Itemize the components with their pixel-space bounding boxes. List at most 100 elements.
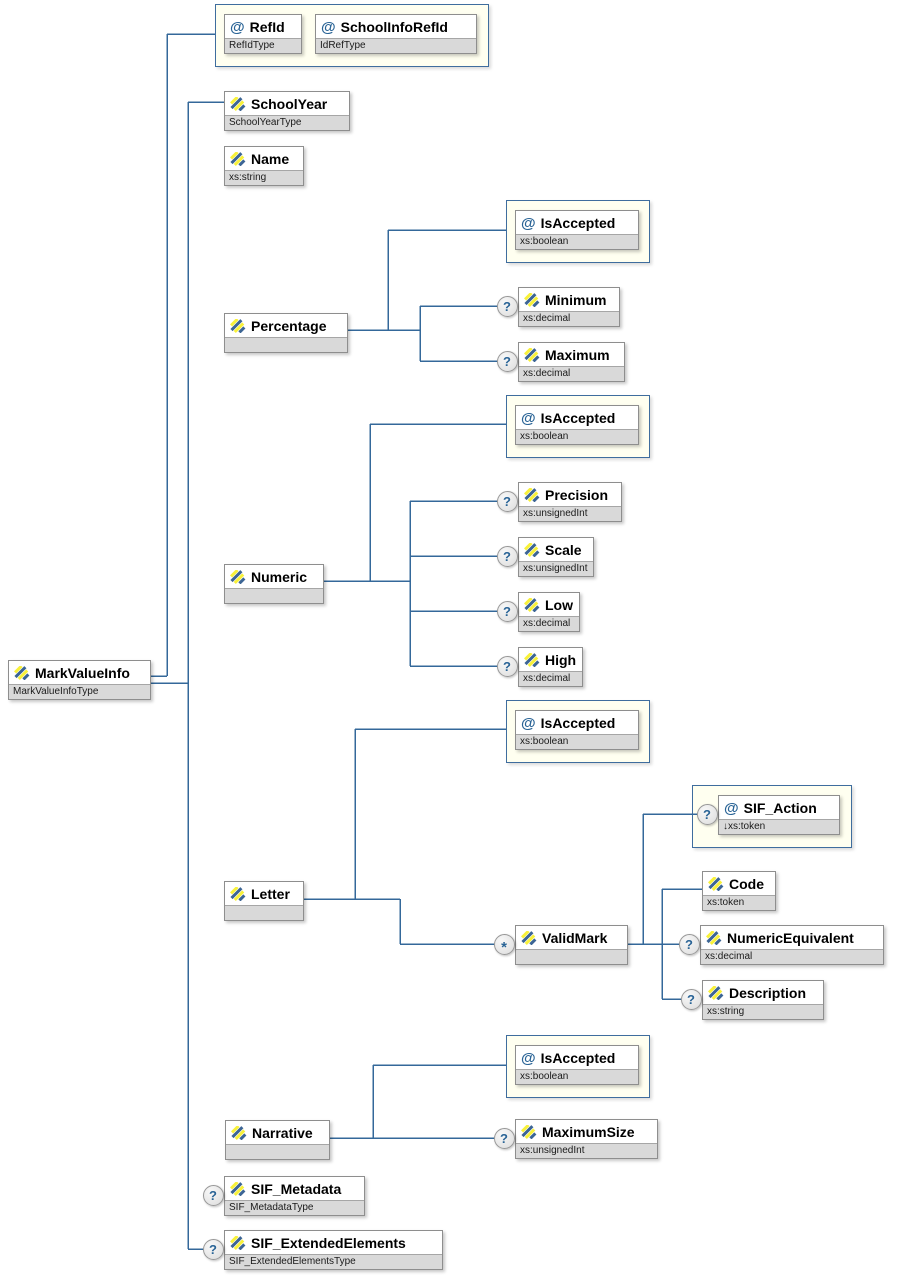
node-type: ↓xs:token bbox=[719, 819, 839, 834]
node-label: Letter bbox=[251, 886, 290, 902]
node-type bbox=[225, 905, 303, 920]
optional-badge: ? bbox=[202, 1238, 224, 1260]
node-label: Name bbox=[251, 151, 290, 167]
attribute-icon: @ bbox=[724, 799, 739, 817]
node-label: IsAccepted bbox=[540, 215, 616, 231]
attribute-icon: @ bbox=[521, 409, 536, 427]
node-type: RefIdType bbox=[225, 38, 301, 53]
node-header: Minimum bbox=[519, 288, 619, 311]
node-type: xs:unsignedInt bbox=[516, 1143, 657, 1158]
node-label: High bbox=[545, 652, 577, 668]
node-high[interactable]: High xs:decimal bbox=[518, 647, 583, 687]
attribute-icon: @ bbox=[521, 1049, 536, 1067]
optional-badge: ? bbox=[496, 600, 518, 622]
node-type: xs:boolean bbox=[516, 234, 638, 249]
node-type: xs:decimal bbox=[519, 671, 582, 686]
node-label: RefId bbox=[249, 19, 285, 35]
optional-badge: ? bbox=[496, 295, 518, 317]
node-sif_action[interactable]: @SIF_Action↓xs:token bbox=[718, 795, 840, 835]
node-label: NumericEquivalent bbox=[727, 930, 854, 946]
node-header: Precision bbox=[519, 483, 621, 506]
element-icon bbox=[524, 598, 540, 612]
node-header: SIF_ExtendedElements bbox=[225, 1231, 442, 1254]
node-numeric[interactable]: Numeric bbox=[224, 564, 324, 604]
node-header: @SchoolInfoRefId bbox=[316, 15, 476, 38]
element-icon bbox=[230, 319, 246, 333]
node-type: xs:boolean bbox=[516, 734, 638, 749]
node-label: Minimum bbox=[545, 292, 607, 308]
node-header: @IsAccepted bbox=[516, 1046, 638, 1069]
attribute-icon: @ bbox=[230, 18, 245, 36]
node-type: xs:decimal bbox=[519, 311, 619, 326]
node-label: SIF_Metadata bbox=[251, 1181, 342, 1197]
repeat-badge: * bbox=[493, 933, 515, 956]
node-validmark[interactable]: ValidMark bbox=[515, 925, 628, 965]
node-type bbox=[516, 949, 627, 964]
node-header: MarkValueInfo bbox=[9, 661, 150, 684]
element-icon bbox=[524, 293, 540, 307]
node-percentage[interactable]: Percentage bbox=[224, 313, 348, 353]
optional-badge: ? bbox=[496, 545, 518, 567]
node-header: MaximumSize bbox=[516, 1120, 657, 1143]
node-label: Description bbox=[729, 985, 807, 1001]
node-label: Maximum bbox=[545, 347, 610, 363]
node-type: MarkValueInfoType bbox=[9, 684, 150, 699]
node-label: IsAccepted bbox=[540, 410, 616, 426]
node-header: Name bbox=[225, 147, 303, 170]
node-header: Percentage bbox=[225, 314, 347, 337]
optional-badge: ? bbox=[493, 1127, 515, 1149]
node-minimum[interactable]: Minimum xs:decimal bbox=[518, 287, 620, 327]
node-header: ValidMark bbox=[516, 926, 627, 949]
node-header: @IsAccepted bbox=[516, 406, 638, 429]
optional-badge: ? bbox=[680, 988, 702, 1010]
element-icon bbox=[14, 666, 30, 680]
node-header: Letter bbox=[225, 882, 303, 905]
element-icon bbox=[524, 348, 540, 362]
node-label: Code bbox=[729, 876, 764, 892]
node-narrative[interactable]: Narrative bbox=[225, 1120, 330, 1160]
node-type: xs:unsignedInt bbox=[519, 506, 621, 521]
node-type bbox=[225, 588, 323, 603]
node-type: xs:unsignedInt bbox=[519, 561, 593, 576]
node-type: xs:decimal bbox=[519, 616, 579, 631]
node-type: xs:token bbox=[703, 895, 775, 910]
node-label: Percentage bbox=[251, 318, 327, 334]
element-icon bbox=[230, 570, 246, 584]
node-letter[interactable]: Letter bbox=[224, 881, 304, 921]
node-label: Low bbox=[545, 597, 573, 613]
node-low[interactable]: Low xs:decimal bbox=[518, 592, 580, 632]
node-label: IsAccepted bbox=[540, 1050, 616, 1066]
element-icon bbox=[230, 152, 246, 166]
element-icon bbox=[230, 97, 246, 111]
node-label: IsAccepted bbox=[540, 715, 616, 731]
node-code[interactable]: Code xs:token bbox=[702, 871, 776, 911]
node-header: @RefId bbox=[225, 15, 301, 38]
node-label: ValidMark bbox=[542, 930, 608, 946]
element-icon bbox=[230, 887, 246, 901]
optional-badge: ? bbox=[696, 803, 718, 825]
node-label: Narrative bbox=[252, 1125, 313, 1141]
node-header: @IsAccepted bbox=[516, 211, 638, 234]
element-icon bbox=[708, 877, 724, 891]
node-header: Numeric bbox=[225, 565, 323, 588]
node-header: @IsAccepted bbox=[516, 711, 638, 734]
node-header: NumericEquivalent bbox=[701, 926, 883, 949]
